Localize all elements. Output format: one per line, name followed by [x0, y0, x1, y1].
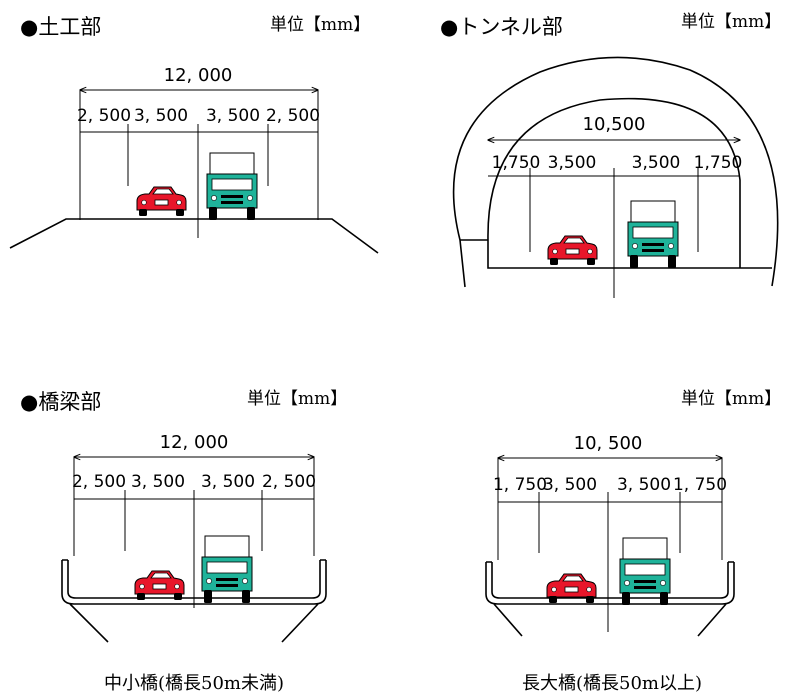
car-icon — [134, 570, 185, 601]
tunnel-lane-1: 1,750 — [492, 153, 541, 173]
truck-icon — [206, 152, 258, 221]
small-bridge-lane-1: 2, 500 — [72, 472, 126, 492]
small-bridge-lane-3: 3, 500 — [201, 472, 255, 492]
long-bridge-lane-4: 1, 750 — [673, 475, 727, 495]
long-bridge-caption: 長大橋(橋長50m以上) — [522, 673, 702, 694]
long-bridge-section: 単位【mm】 10, 500 1, 750 3, 500 3, 500 1, 7… — [485, 389, 781, 694]
tunnel-lane-3: 3,500 — [632, 153, 681, 173]
tunnel-unit: 単位【mm】 — [681, 12, 781, 32]
small-bridge-total: 12, 000 — [160, 432, 229, 453]
car-icon — [547, 235, 598, 266]
long-bridge-unit: 単位【mm】 — [681, 389, 781, 409]
small-bridge-lane-2: 3, 500 — [131, 472, 185, 492]
earthwork-lane-4: 2, 500 — [266, 106, 320, 126]
small-bridge-lane-4: 2, 500 — [262, 472, 316, 492]
truck-icon — [619, 537, 671, 606]
truck-icon — [627, 200, 679, 269]
tunnel-lane-4: 1,750 — [694, 153, 743, 173]
long-bridge-lane-2: 3, 500 — [543, 475, 597, 495]
long-bridge-lane-1: 1, 750 — [493, 475, 547, 495]
tunnel-title: ●トンネル部 — [440, 15, 563, 39]
earthwork-unit: 単位【mm】 — [270, 15, 370, 35]
tunnel-total: 10,500 — [583, 114, 646, 135]
long-bridge-lane-3: 3, 500 — [617, 475, 671, 495]
tunnel-section: ●トンネル部 単位【mm】 10,500 1,750 3,500 3,500 1… — [440, 12, 781, 298]
earthwork-lane-3: 3, 500 — [206, 106, 260, 126]
small-bridge-section: ●橋梁部 単位【mm】 12, 000 2, 500 3, 500 3, 500… — [20, 389, 347, 694]
small-bridge-caption: 中小橋(橋長50m未満) — [104, 673, 284, 694]
tunnel-lane-2: 3,500 — [548, 153, 597, 173]
earthwork-title: ●土工部 — [20, 15, 101, 39]
bridge-title: ●橋梁部 — [20, 390, 101, 414]
earthwork-section: ●土工部 単位【mm】 12, 000 2, 500 3, 500 3, 500… — [9, 15, 379, 254]
earthwork-lane-1: 2, 500 — [77, 106, 131, 126]
earthwork-lane-2: 3, 500 — [134, 106, 188, 126]
long-bridge-total: 10, 500 — [574, 433, 643, 454]
bridge-unit: 単位【mm】 — [247, 389, 347, 409]
earthwork-total: 12, 000 — [164, 65, 233, 86]
car-icon — [136, 186, 187, 217]
truck-icon — [201, 535, 253, 604]
